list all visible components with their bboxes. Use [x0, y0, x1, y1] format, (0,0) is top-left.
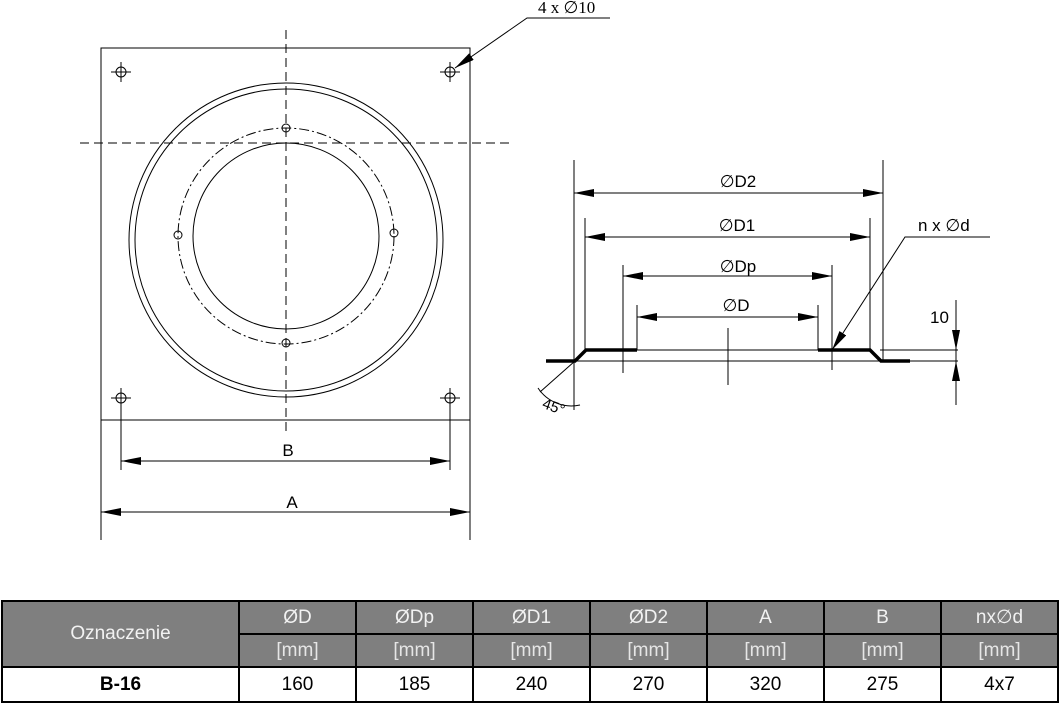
unit-cell: [mm]	[706, 633, 825, 668]
value-cell: 270	[589, 666, 708, 703]
dimensions-table: Oznaczenie ØD ØDp ØD1 ØD2 A B nx∅d [mm] …	[1, 600, 1059, 703]
unit-cell: [mm]	[238, 633, 357, 668]
unit-cell: [mm]	[823, 633, 942, 668]
holes-leader	[454, 17, 610, 69]
row-name: B-16	[1, 666, 240, 703]
unit-cell: [mm]	[355, 633, 474, 668]
corner-holes	[111, 62, 460, 408]
dp-label: ∅Dp	[720, 257, 757, 276]
col-header: ØD	[238, 600, 357, 635]
col-header: ØDp	[355, 600, 474, 635]
value-cell: 240	[472, 666, 591, 703]
second-circle	[134, 88, 438, 392]
value-cell: 160	[238, 666, 357, 703]
d2-label: ∅D2	[720, 172, 757, 191]
col-header: B	[823, 600, 942, 635]
unit-cell: [mm]	[472, 633, 591, 668]
dimension-a-label: A	[286, 493, 298, 512]
col-header: ØD1	[472, 600, 591, 635]
profile-left	[546, 348, 637, 363]
side-view: ∅D2 ∅D1 ∅Dp ∅D n x ∅d 10 45°	[537, 160, 990, 419]
holes-leader-side	[831, 236, 990, 351]
col-header: A	[706, 600, 825, 635]
value-cell: 275	[823, 666, 942, 703]
small-holes	[173, 123, 399, 348]
col-header: nx∅d	[940, 600, 1059, 635]
table-row: B-16 160 185 240 270 320 275 4x7	[1, 666, 1059, 703]
unit-cell: [mm]	[940, 633, 1059, 668]
value-cell: 320	[706, 666, 825, 703]
dimension-b-label: B	[282, 441, 293, 460]
name-header: Oznaczenie	[1, 600, 240, 668]
col-header: ØD2	[589, 600, 708, 635]
holes-label: 4 x ∅10	[538, 0, 595, 17]
d-label: ∅D	[722, 296, 749, 315]
value-cell: 4x7	[940, 666, 1059, 703]
value-cell: 185	[355, 666, 474, 703]
height-label: 10	[930, 308, 949, 327]
d1-label: ∅D1	[719, 216, 756, 235]
unit-cell: [mm]	[589, 633, 708, 668]
outer-circle	[128, 82, 444, 398]
inner-opening	[192, 142, 380, 330]
technical-drawing: B A 4 x ∅10 ∅D2 ∅D1 ∅Dp ∅D n x ∅d 10 45°	[80, 0, 990, 540]
plan-view: B A 4 x ∅10	[80, 0, 610, 540]
bolt-circle	[177, 127, 395, 345]
angle-label: 45°	[540, 395, 567, 419]
holes-label-side: n x ∅d	[918, 216, 970, 235]
